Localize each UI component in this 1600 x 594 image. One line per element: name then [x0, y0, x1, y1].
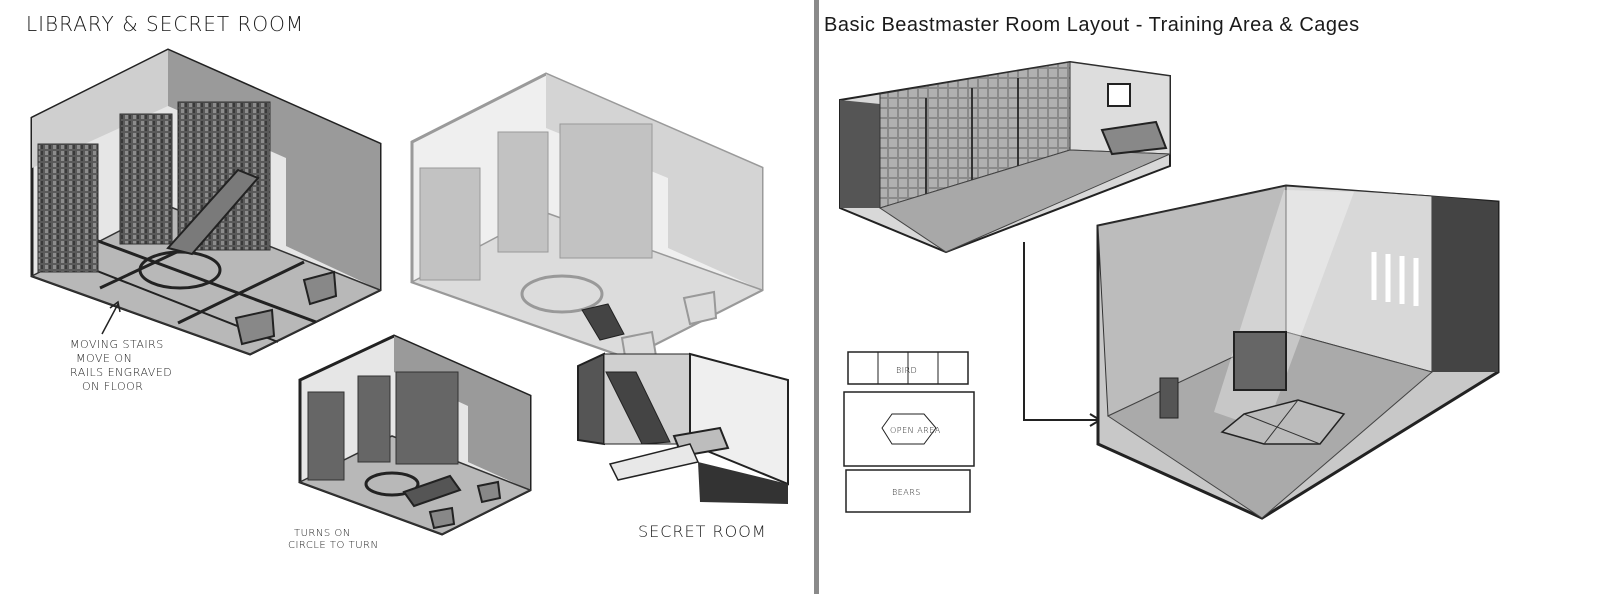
secret-room-label: SECRET ROOM — [638, 522, 767, 541]
secret-room-sketch — [577, 352, 789, 504]
library-small-sketch — [298, 334, 532, 536]
cages-room-sketch — [839, 60, 1171, 254]
floor-plan-sketch — [843, 351, 975, 513]
note-line: RAILS ENGRAVED — [70, 366, 173, 379]
note-line: ON FLOOR — [82, 380, 144, 393]
floor-plan-bird-label: BIRD — [896, 366, 918, 375]
library-panel: LIBRARY & SECRET ROOM — [26, 12, 789, 552]
note-line: MOVE ON — [76, 352, 133, 365]
beastmaster-panel: Basic Beastmaster Room Layout - Training… — [822, 0, 1600, 594]
panel-title: Basic Beastmaster Room Layout - Training… — [824, 14, 1360, 36]
note-turns-on-circle: TURNS ON CIRCLE TO TURN — [288, 528, 378, 552]
floor-plan-bears-label: BEARS — [892, 488, 921, 497]
floor-plan-open-label: OPEN AREA — [890, 426, 941, 435]
note-moving-stairs: MOVING STAIRS MOVE ON RAILS ENGRAVED ON … — [70, 338, 172, 394]
note-arrow — [101, 300, 121, 335]
library-translucent-sketch — [410, 72, 764, 364]
note-line: CIRCLE TO TURN — [288, 540, 379, 551]
panel-title: LIBRARY & SECRET ROOM — [26, 12, 305, 36]
panel-divider — [814, 0, 819, 594]
note-line: TURNS ON — [294, 528, 351, 539]
training-area-sketch — [1096, 184, 1500, 520]
note-line: MOVING STAIRS — [70, 338, 164, 351]
library-room-sketch — [30, 48, 382, 356]
